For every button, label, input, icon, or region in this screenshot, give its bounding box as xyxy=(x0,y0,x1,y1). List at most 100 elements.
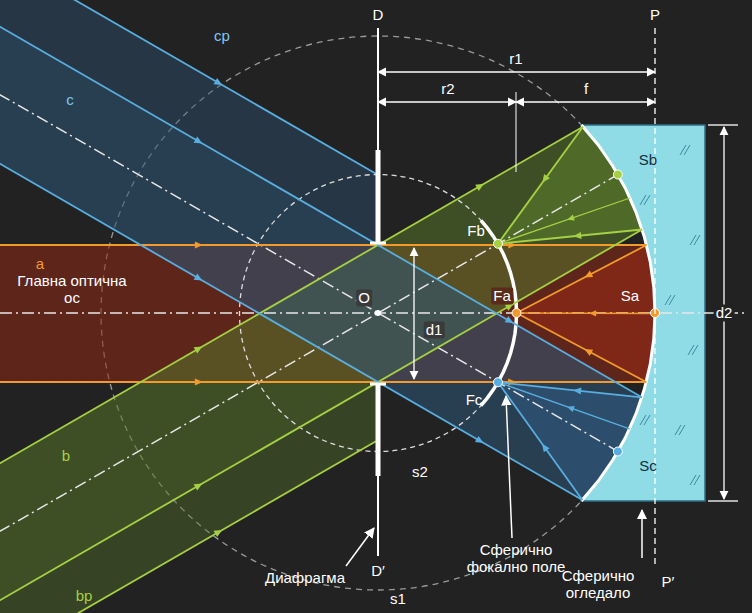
focus-point xyxy=(493,239,502,248)
incident-ray xyxy=(0,230,642,612)
ray-arrow xyxy=(567,406,575,412)
optical-axis xyxy=(0,312,745,314)
label: s2 xyxy=(410,463,430,480)
label: d1 xyxy=(424,321,445,338)
focus-point xyxy=(512,309,521,318)
mirror-point xyxy=(613,170,622,179)
diaphragm-edge xyxy=(370,383,386,386)
ray-arrow xyxy=(194,483,203,490)
label: Fc xyxy=(464,391,485,408)
incident-ray xyxy=(0,244,647,246)
ray-arrow xyxy=(505,304,514,311)
leader-line xyxy=(506,396,512,538)
leader-line xyxy=(641,510,643,558)
ray-arrow xyxy=(214,530,223,537)
ray-arrow xyxy=(584,271,593,278)
ray-arrow xyxy=(573,232,581,239)
ray-arrow xyxy=(194,136,203,143)
center-point xyxy=(375,310,381,316)
mirror-plane xyxy=(654,28,655,566)
incident-ray xyxy=(0,152,582,500)
label: O xyxy=(356,289,372,306)
ray-arrow xyxy=(589,310,596,316)
ray-arrow xyxy=(542,444,550,453)
label: D′ xyxy=(369,562,387,579)
reflected-ray xyxy=(498,198,630,244)
dimension-tick xyxy=(708,500,738,501)
dimension-line xyxy=(378,71,655,72)
dimension-tick xyxy=(708,124,738,125)
blocked-beam-band xyxy=(0,382,378,613)
reflected-ray xyxy=(498,382,582,500)
label: Главна оптична ос xyxy=(15,272,129,307)
chief-ray xyxy=(0,175,618,543)
glass-hatch xyxy=(692,345,698,355)
label: P xyxy=(648,6,662,23)
incident-ray xyxy=(0,127,583,475)
glass-hatch xyxy=(694,475,700,485)
blocked-beam-band xyxy=(0,0,378,245)
label: Sc xyxy=(637,457,659,474)
leader-line xyxy=(346,528,374,566)
ray-arrow xyxy=(475,436,484,443)
reflected-cone xyxy=(517,245,656,382)
reflected-ray xyxy=(517,245,647,313)
label: r1 xyxy=(507,50,524,67)
blocked-ray xyxy=(0,441,376,613)
diaphragm-line xyxy=(377,384,379,556)
ray-arrow xyxy=(567,214,575,220)
glass-hatch xyxy=(644,415,650,425)
glass-hatch xyxy=(644,195,650,205)
label: Диафрагма xyxy=(263,569,347,586)
label: bp xyxy=(74,587,95,604)
chief-ray xyxy=(0,83,618,451)
ray-arrow xyxy=(584,349,593,356)
label: b xyxy=(60,447,72,464)
construction-lines xyxy=(346,28,738,566)
reflected-ray xyxy=(498,382,630,429)
incident-ray xyxy=(0,381,646,383)
dimension-line xyxy=(516,101,655,102)
label: Sa xyxy=(619,287,641,304)
ray-arrow xyxy=(573,387,581,394)
glass-hatch xyxy=(684,145,690,155)
label: a xyxy=(34,255,46,272)
ray-arrow xyxy=(194,346,203,353)
label: d2 xyxy=(714,304,735,321)
ray-arrow xyxy=(195,378,203,385)
label: Сферично огледало xyxy=(554,567,643,602)
reflected-ray xyxy=(498,127,583,244)
label: f xyxy=(582,80,590,97)
label: Fa xyxy=(491,287,513,304)
glass-hatch xyxy=(679,425,685,435)
focus-point xyxy=(493,378,502,387)
label: D xyxy=(371,6,386,23)
glass-hatch xyxy=(669,295,675,305)
label: c xyxy=(64,91,76,108)
blocked-ray xyxy=(0,0,376,174)
label: s1 xyxy=(388,590,408,607)
ray-arrow xyxy=(195,241,203,248)
label: Fb xyxy=(465,222,487,239)
diaphragm-plate xyxy=(376,150,381,243)
glass-hatch xyxy=(694,235,700,245)
ray-arrow xyxy=(194,273,203,280)
mirror-point xyxy=(613,447,622,456)
dimension-line xyxy=(413,248,414,379)
diaphragm-edge xyxy=(370,242,386,245)
focal-marker-line xyxy=(516,92,517,172)
label: r2 xyxy=(439,80,456,97)
ray-arrow xyxy=(542,174,550,183)
label: P′ xyxy=(660,573,677,590)
dimension-line xyxy=(378,101,516,102)
ray-arrow xyxy=(214,78,223,85)
beam-band xyxy=(0,15,642,500)
label: Сферично фокално поле xyxy=(462,541,571,576)
ray-arrow xyxy=(475,184,484,191)
ray-arrow xyxy=(505,316,514,323)
diaphragm-line xyxy=(377,28,379,243)
